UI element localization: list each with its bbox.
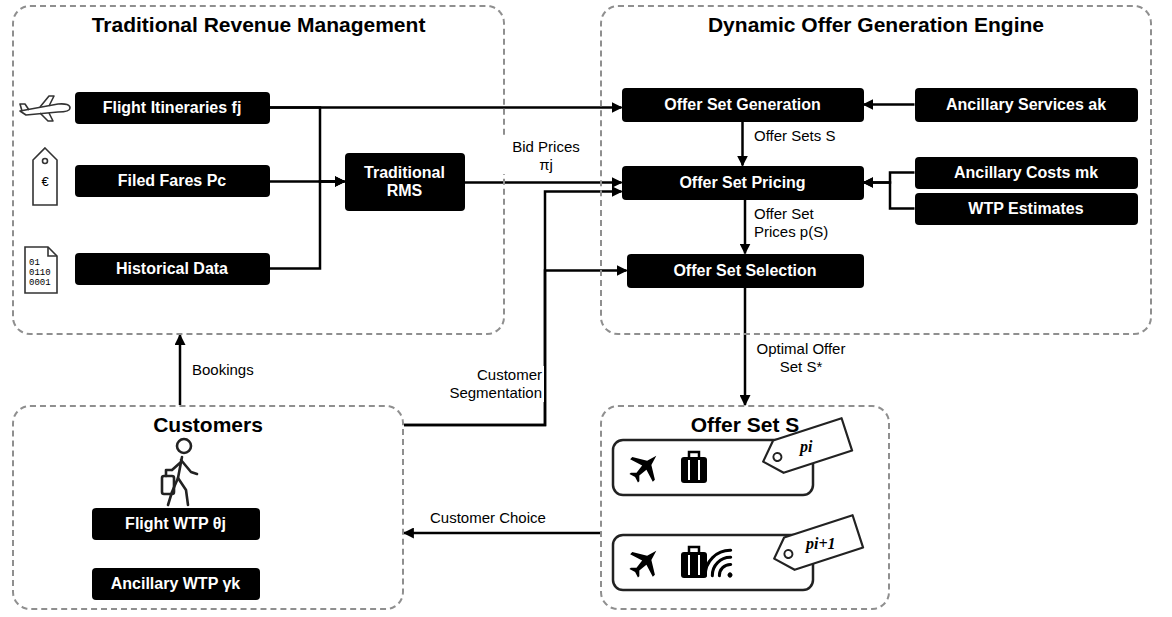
process-box: WTP Estimates <box>915 193 1138 225</box>
connector-arrow <box>741 122 744 166</box>
process-box: Offer Set Selection <box>627 254 864 288</box>
box-label: Flight WTP θj <box>125 515 226 533</box>
document-icon <box>25 247 57 293</box>
connector-arrow <box>270 106 622 109</box>
box-label: Offer Set Pricing <box>679 174 805 192</box>
process-box: Historical Data <box>75 253 270 285</box>
box-label: Offer Set Selection <box>673 262 816 280</box>
connector-arrow <box>179 335 182 405</box>
connector-arrow <box>404 532 600 535</box>
process-box: Offer Set Pricing <box>622 166 864 200</box>
group-title: Offer Set S <box>602 413 888 437</box>
process-box: Ancillary Costs mk <box>915 157 1138 189</box>
process-box: Traditional RMS <box>345 153 465 211</box>
box-label: Flight Itineraries fj <box>103 99 242 117</box>
edge-label: Bid Prices πj <box>503 138 589 174</box>
currency-symbol: € <box>38 175 52 189</box>
connector-arrow <box>404 271 627 426</box>
group-title: Dynamic Offer Generation Engine <box>602 13 1150 37</box>
group-panel: Dynamic Offer Generation EngineOffer Set… <box>600 5 1152 335</box>
connector-arrow <box>864 183 915 209</box>
group-panel: Traditional Revenue ManagementFlight Iti… <box>12 5 505 335</box>
connector-arrow <box>864 173 915 183</box>
process-box: Filed Fares Pc <box>75 165 270 197</box>
box-label: Ancillary Costs mk <box>954 164 1098 182</box>
group-title: Customers <box>14 413 402 437</box>
process-box: Ancillary WTP γk <box>92 568 260 600</box>
price-label: pi <box>800 438 812 455</box>
process-box: Ancillary Services ak <box>915 88 1138 122</box>
box-label: Offer Set Generation <box>664 96 820 114</box>
box-label: Filed Fares Pc <box>118 172 227 190</box>
group-panel: CustomersFlight WTP θj Ancillary WTP γk <box>12 405 404 610</box>
process-box: Flight Itineraries fj <box>75 92 270 124</box>
box-label: Ancillary WTP γk <box>111 575 241 593</box>
binary-digits: 0001 <box>29 278 51 288</box>
edge-label: Optimal Offer Set S* <box>754 340 848 376</box>
group-panel: Offer Set S <box>600 405 890 610</box>
connector-arrow <box>270 182 345 269</box>
connector-arrow <box>744 200 747 254</box>
box-label: WTP Estimates <box>968 200 1083 218</box>
connector-arrow <box>404 192 622 426</box>
traveller-icon <box>162 439 197 505</box>
box-label: Ancillary Services ak <box>946 96 1106 114</box>
connector-arrow <box>270 108 345 182</box>
tag-icon <box>33 148 57 205</box>
process-box: Offer Set Generation <box>622 88 864 122</box>
connector-arrow <box>744 288 747 406</box>
connector-arrow <box>465 181 622 184</box>
process-box: Flight WTP θj <box>92 508 260 540</box>
edge-label: Offer Set Prices p(S) <box>752 205 844 241</box>
plane-icon <box>20 96 70 121</box>
price-tag <box>769 515 863 575</box>
group-title: Traditional Revenue Management <box>14 13 503 37</box>
binary-digits: 01 <box>29 258 40 268</box>
box-label: Traditional RMS <box>353 164 457 200</box>
price-label: pi+1 <box>806 535 836 552</box>
binary-digits: 0110 <box>29 268 51 278</box>
edge-label: Offer Sets S <box>752 127 837 145</box>
edge-label: Customer Choice <box>428 509 548 527</box>
connector-arrow <box>864 103 915 106</box>
box-label: Historical Data <box>116 260 228 278</box>
edge-label: Customer Segmentation <box>436 366 544 402</box>
edge-label: Bookings <box>190 361 256 379</box>
